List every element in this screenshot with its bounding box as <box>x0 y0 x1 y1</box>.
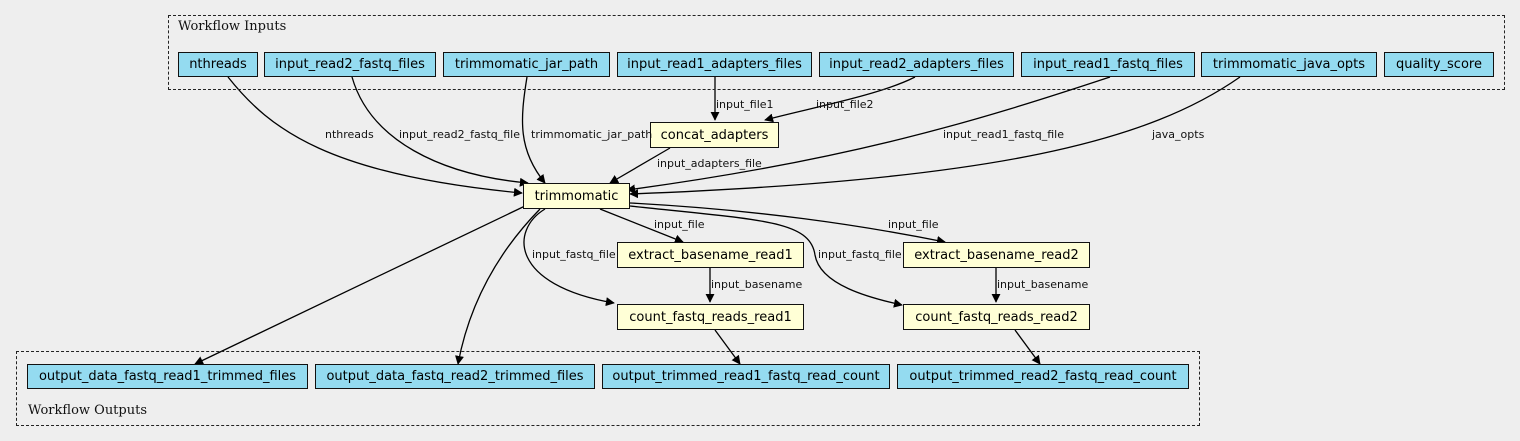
input-node-read1-adapters-files[interactable]: input_read1_adapters_files <box>617 52 812 77</box>
edge-label-input-file-read1: input_file <box>654 218 705 231</box>
output-node-read2-fastq-read-count[interactable]: output_trimmed_read2_fastq_read_count <box>897 364 1189 389</box>
edge-label-input-fastq-file-read2: input_fastq_file <box>818 248 902 261</box>
edge-label-input-read2-fastq-file: input_read2_fastq_file <box>399 128 520 141</box>
edge-read1-fastq-to-trimmomatic <box>626 76 1111 194</box>
output-node-read1-trimmed-files[interactable]: output_data_fastq_read1_trimmed_files <box>27 364 308 389</box>
output-node-read2-trimmed-files[interactable]: output_data_fastq_read2_trimmed_files <box>315 364 595 389</box>
input-node-trimmomatic-java-opts[interactable]: trimmomatic_java_opts <box>1201 52 1377 77</box>
edge-label-input-file2: input_file2 <box>816 98 874 111</box>
edge-read2-fastq-to-trimmomatic <box>351 76 529 187</box>
edge-nthreads-to-trimmomatic <box>227 76 523 197</box>
edge-trimmomatic-to-out1 <box>194 205 526 365</box>
input-node-read1-fastq-files[interactable]: input_read1_fastq_files <box>1021 52 1195 77</box>
edge-label-input-fastq-file-read1: input_fastq_file <box>532 248 616 261</box>
edge-label-input-basename-read2: input_basename <box>997 278 1089 291</box>
edge-count1-to-out3 <box>714 329 741 365</box>
edge-trimmomatic-to-extract1 <box>599 208 684 244</box>
input-node-trimmomatic-jar-path[interactable]: trimmomatic_jar_path <box>443 52 610 77</box>
output-node-read1-fastq-read-count[interactable]: output_trimmed_read1_fastq_read_count <box>602 364 890 389</box>
edge-trimmomatic-to-extract2 <box>629 202 946 245</box>
input-node-read2-adapters-files[interactable]: input_read2_adapters_files <box>819 52 1014 77</box>
edge-concat-to-trimmomatic <box>609 147 671 184</box>
input-node-read2-fastq-files[interactable]: input_read2_fastq_files <box>264 52 436 77</box>
step-node-extract-basename-read1[interactable]: extract_basename_read1 <box>617 242 804 268</box>
edge-trimmomatic-to-count2 <box>629 205 903 308</box>
workflow-inputs-label: Workflow Inputs <box>178 19 287 34</box>
workflow-inputs-cluster <box>168 15 1505 90</box>
edge-trimmomatic-to-count1 <box>523 208 615 307</box>
edge-jar-path-to-trimmomatic <box>521 76 546 184</box>
edge-label-input-file-read2: input_file <box>888 218 939 231</box>
edge-label-java-opts: java_opts <box>1152 128 1205 141</box>
workflow-outputs-label: Workflow Outputs <box>28 403 147 418</box>
edge-read2-adapters-to-concat <box>764 76 916 123</box>
step-node-count-fastq-reads-read2[interactable]: count_fastq_reads_read2 <box>903 304 1090 330</box>
step-node-count-fastq-reads-read1[interactable]: count_fastq_reads_read1 <box>617 304 804 330</box>
step-node-trimmomatic[interactable]: trimmomatic <box>523 183 630 209</box>
edge-java-opts-to-trimmomatic <box>629 76 1241 199</box>
edge-label-input-adapters-file: input_adapters_file <box>657 157 762 170</box>
edge-label-trimmomatic-jar-path: trimmomatic_jar_path <box>531 128 653 141</box>
edge-label-nthreads: nthreads <box>325 128 374 141</box>
step-node-extract-basename-read2[interactable]: extract_basename_read2 <box>903 242 1090 268</box>
edge-label-input-basename-read1: input_basename <box>711 278 803 291</box>
input-node-nthreads[interactable]: nthreads <box>178 52 258 77</box>
workflow-outputs-cluster <box>16 351 1200 426</box>
edge-trimmomatic-to-out2 <box>455 208 541 365</box>
step-node-concat-adapters[interactable]: concat_adapters <box>650 122 779 148</box>
edge-label-input-file1: input_file1 <box>716 98 774 111</box>
edge-count2-to-out4 <box>1014 329 1041 365</box>
edge-label-input-read1-fastq-file: input_read1_fastq_file <box>943 128 1064 141</box>
input-node-quality-score[interactable]: quality_score <box>1384 52 1494 77</box>
